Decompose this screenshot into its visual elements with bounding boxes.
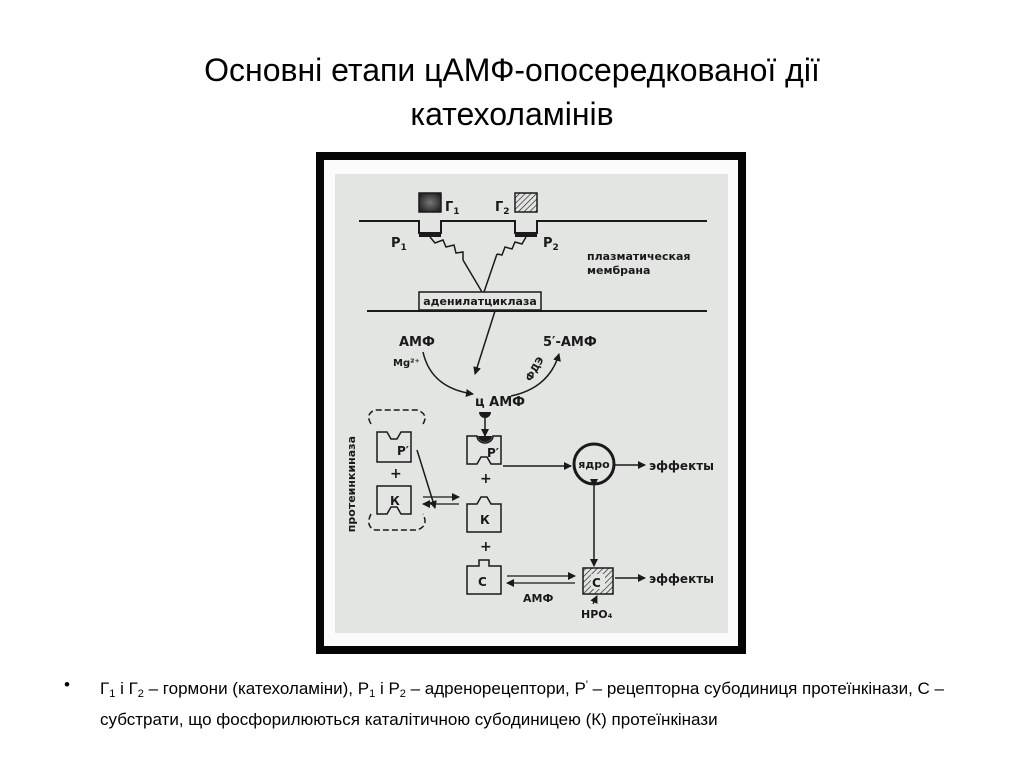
plus-left: +: [390, 466, 402, 482]
substrate-label: С: [478, 575, 487, 589]
dissociation-arrow: [416, 449, 437, 509]
camp-to-5amp-arrow: [510, 353, 561, 397]
phosphorylated-substrate-label-bg: [591, 574, 605, 589]
coupling-zigzag-left: [429, 236, 464, 260]
caption-subscript: 1: [369, 688, 376, 700]
regulatory-subunit-mid-box: [466, 435, 502, 465]
amp-arrow-label: АМФ: [523, 592, 553, 605]
proteinkinase-label: протеинкиназа: [345, 436, 358, 532]
pde-label: ФДЭ: [524, 355, 547, 383]
plus-mid-2: +: [480, 539, 492, 555]
amp-to-camp-arrow: [422, 351, 474, 397]
receptor-1-label: Р1: [391, 236, 407, 253]
bullet-marker: •: [64, 675, 70, 694]
plus-mid-1: +: [480, 471, 492, 487]
camp-label: ц АМФ: [475, 395, 525, 410]
membrane-label-line-1: плазматическая: [587, 250, 690, 263]
caption-part: Г: [100, 679, 110, 698]
caption-part: і Г: [115, 679, 138, 698]
adenylate-cyclase-label: аденилатциклаза: [423, 295, 537, 308]
hormone-1-square: [418, 192, 442, 213]
substrate-box: [466, 559, 502, 595]
receptor-1-base: [419, 232, 441, 237]
diagram-sheet: Г1 Г2 Р1 Р2 плазматическая мембрана аден…: [335, 174, 728, 633]
phosphorylated-substrate-label: С: [592, 576, 601, 590]
coupling-line-right: [483, 253, 498, 293]
hpo4-release-arrow: [590, 595, 598, 605]
amp-label: АМФ: [399, 335, 435, 350]
hormone-2-label: Г2: [495, 200, 510, 217]
regulatory-subunit-left-label: Р′: [397, 444, 409, 458]
mg-label: Mg²⁺: [393, 358, 420, 369]
coupling-line-left: [462, 259, 483, 293]
kinase-brace-bottom: [368, 513, 426, 531]
effects-label-2: эффекты: [649, 572, 714, 586]
plasma-membrane-line: [359, 220, 707, 234]
hormone-1-label: Г1: [445, 200, 460, 217]
five-amp-label: 5′-АМФ: [543, 335, 597, 350]
hpo4-label: НРО₄: [581, 608, 613, 621]
caption-part: і Р: [375, 679, 400, 698]
receptor-2-base: [515, 232, 537, 237]
diagram-mat: Г1 Г2 Р1 Р2 плазматическая мембрана аден…: [324, 160, 738, 646]
regulatory-subunit-camp-bound: [478, 436, 492, 442]
coupling-zigzag-right: [496, 236, 527, 256]
regulatory-subunit-left-box: [376, 431, 412, 463]
camp-binding-symbol: [479, 412, 491, 418]
caption-superscript: ': [585, 679, 588, 691]
caption-part: – гормони (катехоламіни), Р: [143, 679, 370, 698]
caption-part: – рецепторна субодиниця протеїнкінази, С…: [100, 679, 944, 729]
catalytic-subunit-mid-label: К: [480, 513, 490, 527]
caption-text: Г1 і Г2 – гормони (катехоламіни), Р1 і Р…: [100, 672, 950, 733]
caption-part: – адренорецептори, Р: [405, 679, 586, 698]
membrane-label-line-2: мембрана: [587, 264, 650, 277]
catalytic-subunit-left-box: [376, 485, 412, 515]
slide-title: Основні етапи цАМФ-опосередкованої дії к…: [0, 48, 1024, 136]
regulatory-subunit-mid-label: Р′: [487, 446, 499, 460]
cyclase-activation-arrow: [473, 310, 496, 375]
caption-subscript: 1: [109, 688, 116, 700]
catalytic-subunit-mid-box: [466, 496, 502, 533]
slide-title-line-2: катехоламінів: [410, 96, 614, 132]
hormone-2-square: [514, 192, 538, 213]
kinase-brace-top: [368, 409, 426, 425]
caption-subscript: 2: [137, 688, 144, 700]
camp-pathway-diagram: Г1 Г2 Р1 Р2 плазматическая мембрана аден…: [345, 192, 714, 621]
nucleus-label: ядро: [578, 458, 610, 471]
catalytic-subunit-left-label: К: [390, 494, 400, 508]
caption-subscript: 2: [399, 688, 406, 700]
effects-label-1: эффекты: [649, 459, 714, 473]
slide-title-line-1: Основні етапи цАМФ-опосередкованої дії: [204, 52, 820, 88]
diagram-frame: Г1 Г2 Р1 Р2 плазматическая мембрана аден…: [316, 152, 746, 654]
receptor-2-label: Р2: [543, 236, 559, 253]
